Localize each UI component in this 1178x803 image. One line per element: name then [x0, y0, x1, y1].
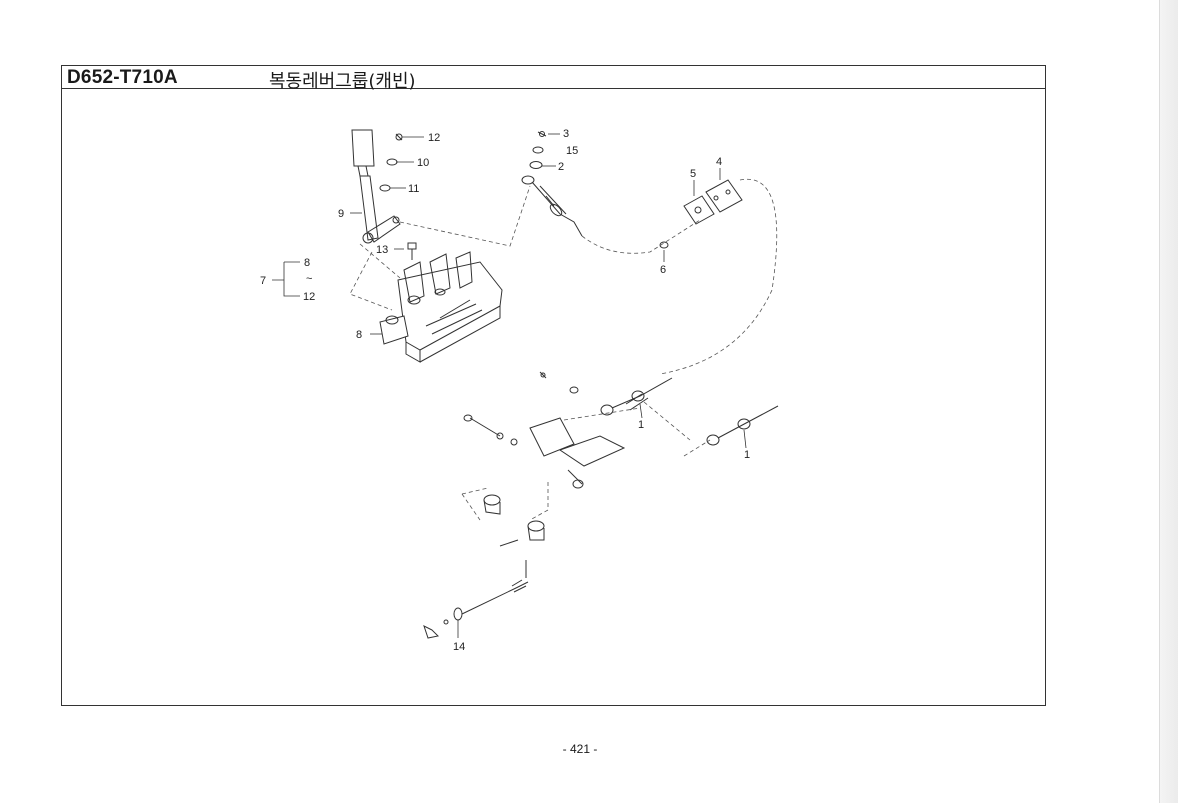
callout-labels: 12 10 11 9 13 8 ~ 7 12 8 3 15 2 4 5 6 1 …: [260, 128, 750, 653]
lower-rod-14: [423, 560, 529, 639]
callout-12: 12: [428, 132, 440, 144]
bracket-assembly: [379, 251, 503, 363]
callout-13: 13: [376, 244, 388, 256]
upper-cable-end: [521, 131, 583, 237]
callout-2: 2: [558, 161, 564, 173]
linkage-assembly: [463, 414, 626, 547]
callout-11: 11: [408, 183, 419, 195]
control-cables: [539, 371, 779, 446]
callout-leaders: [272, 133, 747, 638]
title-bar: D652-T710A 복동레버그룹(캐빈): [62, 66, 1045, 92]
cable-plates: [659, 179, 743, 249]
callout-8-group: 8: [304, 257, 310, 269]
part-group-name: 복동레버그룹(캐빈): [269, 71, 416, 92]
callout-7: 7: [260, 275, 266, 287]
callout-8: 8: [356, 329, 362, 341]
leader-lines: [349, 178, 778, 521]
page-number: - 421 -: [562, 742, 598, 756]
callout-6: 6: [660, 264, 666, 276]
callout-15: 15: [566, 145, 578, 157]
callout-14: 14: [453, 641, 465, 653]
page-edge: [1159, 0, 1178, 803]
callout-5: 5: [690, 168, 696, 180]
callout-4: 4: [716, 156, 722, 168]
callout-9: 9: [338, 208, 344, 220]
callout-tilde: ~: [306, 273, 312, 285]
callout-3: 3: [563, 128, 569, 140]
lever-washers: [379, 133, 403, 192]
callout-1-lower: 1: [744, 449, 750, 461]
bolt-13: [407, 242, 417, 260]
callout-1-upper: 1: [638, 419, 644, 431]
part-group-code: D652-T710A: [67, 67, 178, 88]
diagram-frame: D652-T710A 복동레버그룹(캐빈): [61, 65, 1046, 706]
callout-12-group: 12: [303, 291, 315, 303]
callout-10: 10: [417, 157, 429, 169]
lever-assembly: [351, 129, 401, 244]
